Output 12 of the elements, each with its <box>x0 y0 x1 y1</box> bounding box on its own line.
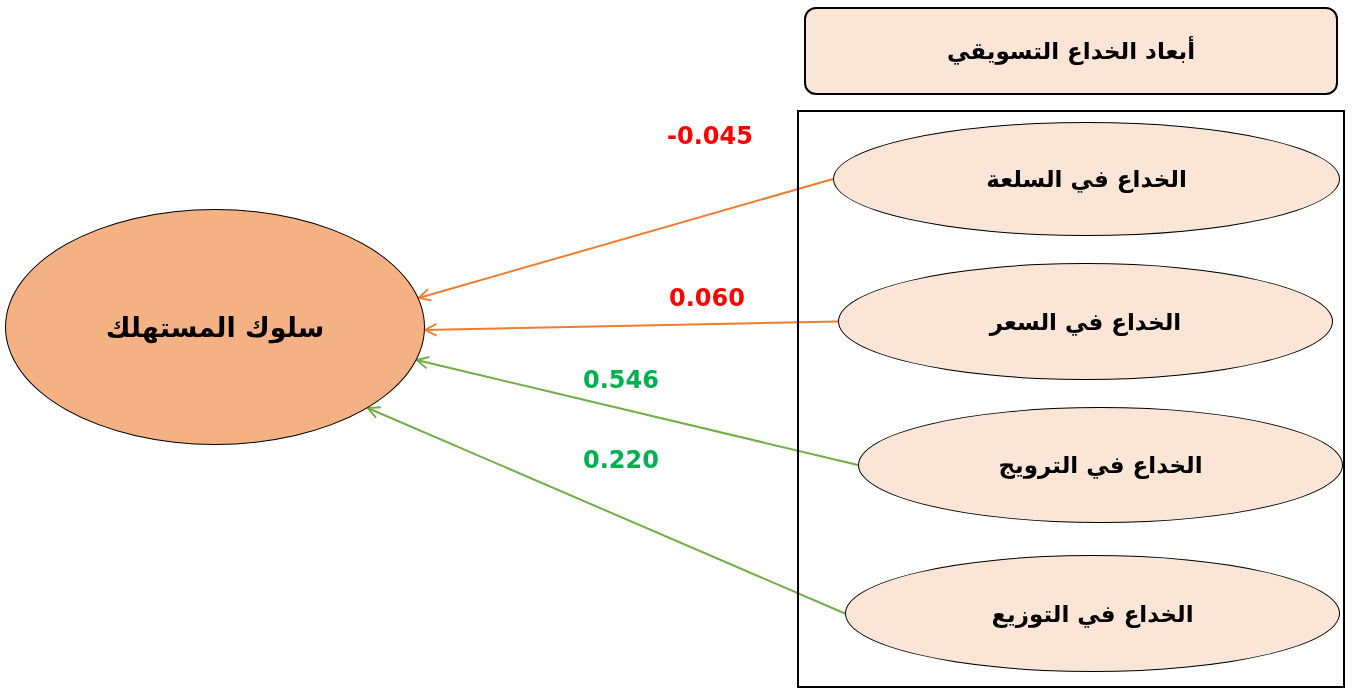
node-label: الخداع في التوزيع <box>991 600 1194 627</box>
arrow <box>423 320 839 337</box>
node-label: الخداع في السلعة <box>986 166 1187 192</box>
node-label: الخداع في الترويج <box>998 452 1203 478</box>
arrow <box>415 356 859 466</box>
group-frame <box>797 110 1345 688</box>
arrow <box>417 178 834 302</box>
node-label: أبعاد الخداع التسويقي <box>946 38 1196 64</box>
title-box <box>804 7 1338 95</box>
arrow <box>366 406 846 615</box>
node-label: الخداع في السعر <box>989 308 1182 335</box>
node-label: سلوك المستهلك <box>105 311 325 343</box>
